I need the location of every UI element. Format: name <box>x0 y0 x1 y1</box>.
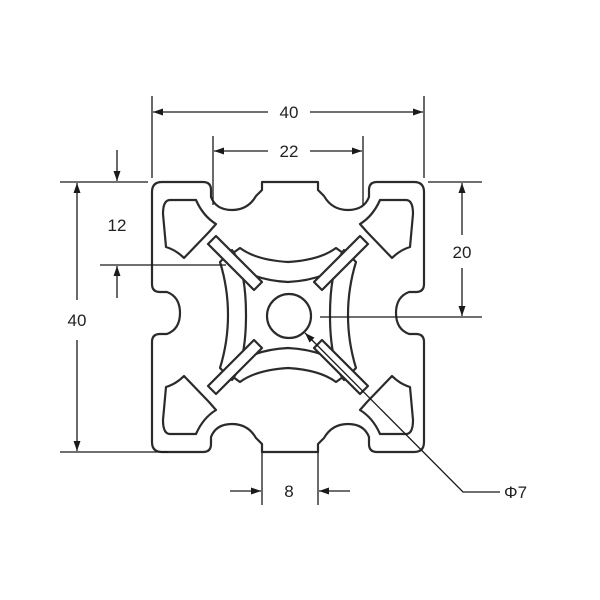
slot-left <box>218 248 248 382</box>
label-slot-opening: 8 <box>284 482 293 501</box>
dimension-labels: 40 22 40 20 12 8 Φ7 <box>68 103 527 502</box>
web-slot-bottom-left <box>206 338 264 396</box>
label-bore-diameter: Φ7 <box>504 483 527 502</box>
label-half-height: 20 <box>453 243 472 262</box>
corner-cavity-top-right <box>358 198 415 260</box>
profile-cross-section <box>150 180 426 454</box>
web-slot-top-right <box>312 234 370 292</box>
center-bore <box>265 292 313 340</box>
slot-right <box>328 248 358 382</box>
leader-bore-diameter <box>304 332 500 493</box>
label-slot-spacing: 22 <box>280 142 299 161</box>
label-overall-height: 40 <box>68 311 87 330</box>
corner-cavity-top-left <box>161 198 218 260</box>
label-overall-width: 40 <box>280 103 299 122</box>
label-slot-depth: 12 <box>108 216 127 235</box>
corner-cavity-bottom-right <box>358 374 415 436</box>
dimension-lines <box>60 96 500 505</box>
corner-cavity-bottom-left <box>161 374 218 436</box>
web-slot-top-left <box>206 234 264 292</box>
